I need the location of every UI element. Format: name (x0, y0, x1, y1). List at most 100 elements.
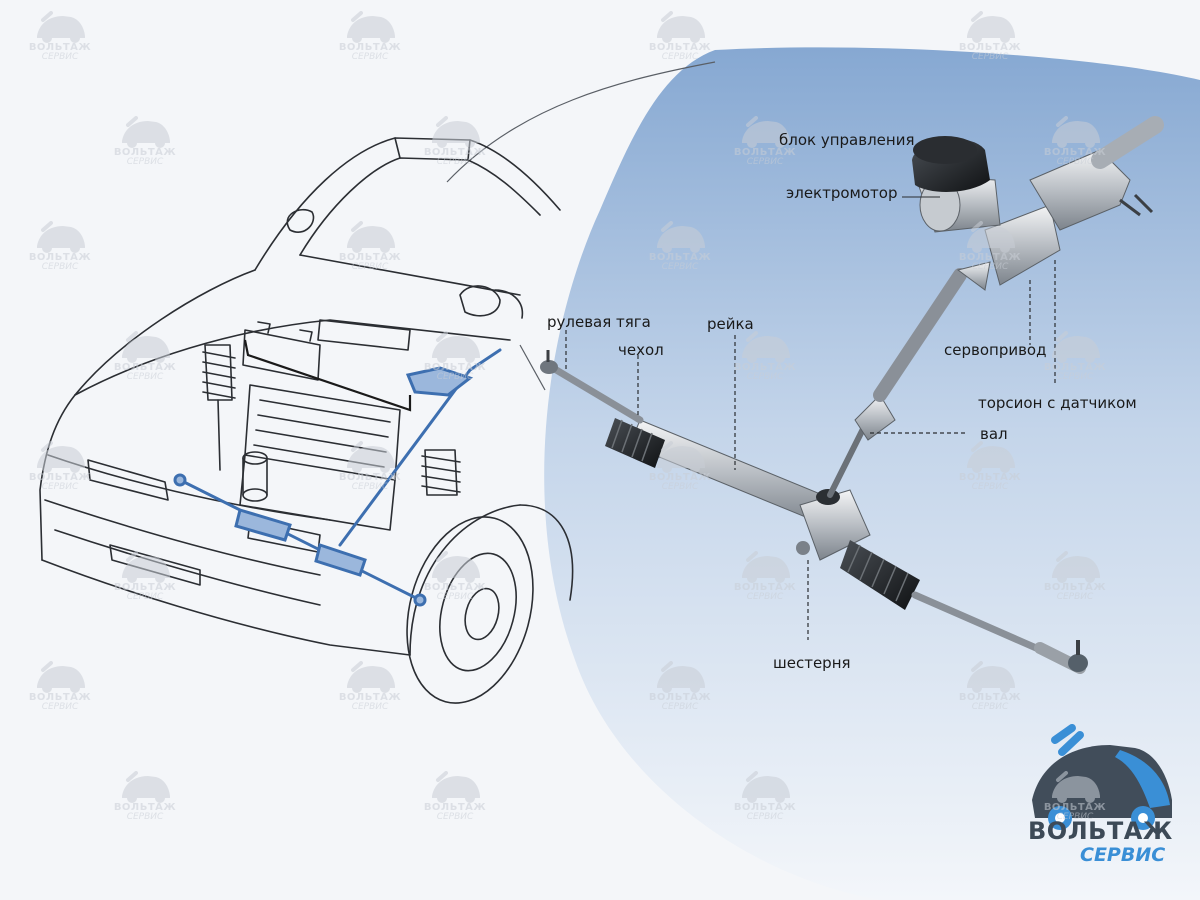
watermark-subtitle: СЕРВИС (746, 372, 784, 382)
watermark-subtitle: СЕРВИС (126, 812, 164, 822)
watermark-name: ВОЛЬТАЖ (1043, 802, 1107, 813)
label-electric-motor: электромотор (786, 184, 898, 202)
watermark-name: ВОЛЬТАЖ (1043, 582, 1107, 593)
watermark-car-icon (1052, 331, 1100, 363)
watermark-car-icon (1052, 551, 1100, 583)
watermark-subtitle: СЕРВИС (41, 52, 79, 62)
watermark-car-icon (657, 441, 705, 473)
watermark-car-icon (742, 331, 790, 363)
watermark-name: ВОЛЬТАЖ (648, 472, 712, 483)
watermark-subtitle: СЕРВИС (1056, 157, 1094, 167)
watermark-subtitle: СЕРВИС (746, 812, 784, 822)
label-servo-drive: сервопривод (944, 341, 1047, 359)
watermark-subtitle: СЕРВИС (351, 702, 389, 712)
watermark-subtitle: СЕРВИС (1056, 812, 1094, 822)
watermark-subtitle: СЕРВИС (971, 52, 1009, 62)
watermark-name: ВОЛЬТАЖ (958, 472, 1022, 483)
watermark-subtitle: СЕРВИС (971, 262, 1009, 272)
watermark-car-icon (347, 441, 395, 473)
watermark-name: ВОЛЬТАЖ (28, 472, 92, 483)
watermark-car-icon (657, 221, 705, 253)
watermark-subtitle: СЕРВИС (661, 702, 699, 712)
watermark-car-icon (37, 661, 85, 693)
label-torsion-sensor: торсион с датчиком (978, 394, 1137, 412)
watermark-car-icon (432, 331, 480, 363)
watermark-subtitle: СЕРВИС (661, 52, 699, 62)
watermark-name: ВОЛЬТАЖ (423, 802, 487, 813)
watermark-name: ВОЛЬТАЖ (113, 582, 177, 593)
label-rack: рейка (707, 315, 754, 333)
watermark-subtitle: СЕРВИС (661, 262, 699, 272)
label-shaft: вал (980, 425, 1008, 443)
leader-lines (565, 147, 1056, 640)
watermark-car-icon (347, 11, 395, 43)
watermark-name: ВОЛЬТАЖ (338, 42, 402, 53)
car-outline-illustration (39, 137, 574, 704)
steering-rack-illustration (540, 116, 1164, 674)
watermark-subtitle: СЕРВИС (971, 702, 1009, 712)
zoom-connector-bottom (519, 344, 546, 391)
brand-name: ВОЛЬТАЖ (1028, 817, 1173, 845)
watermark-car-icon (742, 116, 790, 148)
watermark-car-icon (657, 661, 705, 693)
watermark-car-icon (347, 661, 395, 693)
watermark-subtitle: СЕРВИС (41, 702, 79, 712)
watermark-name: ВОЛЬТАЖ (338, 472, 402, 483)
watermark-name: ВОЛЬТАЖ (338, 252, 402, 263)
watermark-name: ВОЛЬТАЖ (113, 147, 177, 158)
watermark-subtitle: СЕРВИС (1056, 592, 1094, 602)
watermark-car-icon (347, 221, 395, 253)
label-pinion: шестерня (773, 654, 851, 672)
watermark-car-icon (432, 771, 480, 803)
watermark-car-icon (742, 551, 790, 583)
watermark-car-icon (1052, 771, 1100, 803)
watermark-subtitle: СЕРВИС (971, 482, 1009, 492)
watermark-subtitle: СЕРВИС (126, 592, 164, 602)
watermark-subtitle: СЕРВИС (351, 52, 389, 62)
watermark-subtitle: СЕРВИС (1056, 372, 1094, 382)
watermark-subtitle: СЕРВИС (351, 262, 389, 272)
watermark-name: ВОЛЬТАЖ (958, 692, 1022, 703)
brand-logo: ВОЛЬТАЖ СЕРВИС (1020, 725, 1190, 875)
label-tie-rod: рулевая тяга (547, 313, 651, 331)
watermark-car-icon (432, 551, 480, 583)
car-steering-highlight (173, 348, 502, 607)
watermark-car-icon (122, 116, 170, 148)
watermark-name: ВОЛЬТАЖ (423, 362, 487, 373)
watermark-car-icon (967, 221, 1015, 253)
watermark-subtitle: СЕРВИС (126, 372, 164, 382)
zoom-connector-top (446, 61, 716, 183)
watermark-subtitle: СЕРВИС (126, 157, 164, 167)
watermark-name: ВОЛЬТАЖ (733, 582, 797, 593)
watermark-car-icon (967, 11, 1015, 43)
watermark-name: ВОЛЬТАЖ (733, 362, 797, 373)
watermark-name: ВОЛЬТАЖ (423, 582, 487, 593)
watermark-subtitle: СЕРВИС (436, 592, 474, 602)
watermark-name: ВОЛЬТАЖ (958, 42, 1022, 53)
watermark-car-icon (967, 661, 1015, 693)
watermark-name: ВОЛЬТАЖ (1043, 147, 1107, 158)
watermark-name: ВОЛЬТАЖ (113, 802, 177, 813)
